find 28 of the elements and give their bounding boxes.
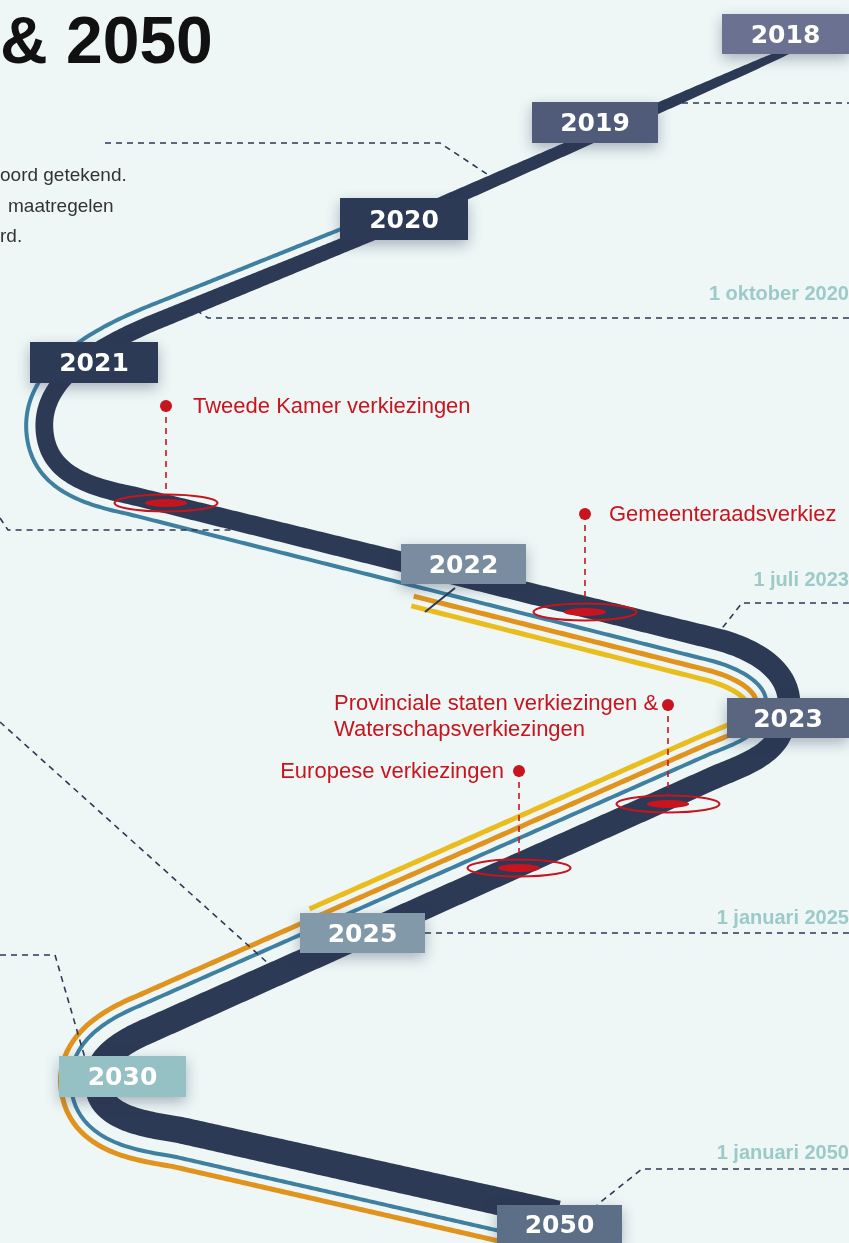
event-label: Provinciale staten verkiezingen & Waterschapsverkiezingen [334,690,674,744]
dashed-leader-line [0,954,86,1057]
note-text: maatregelen [8,195,114,217]
note-text: oord getekend. [0,164,127,186]
event-marker [466,858,572,878]
event-label: Gemeenteraadsverkiez [576,501,849,527]
leader-line [662,699,674,795]
date-label: 1 januari 2025 [640,904,849,930]
date-label: 1 januari 2050 [640,1139,849,1165]
year-marker: 2021 [30,342,158,383]
event-label: Tweede Kamer verkiezingen [159,393,513,419]
year-marker: 2019 [532,102,658,143]
event-marker [113,493,219,513]
event-label: Europese verkiezingen [266,758,528,784]
date-label: 1 juli 2023 [700,566,849,592]
year-marker: 2020 [340,198,468,240]
year-marker: 2050 [497,1205,622,1243]
note-text: rd. [0,225,23,247]
date-label: 1 oktober 2020 [640,280,849,306]
dashed-leader-line [424,932,849,934]
year-marker: 2023 [727,698,849,738]
year-marker: 2025 [300,913,425,953]
event-marker [532,602,638,622]
title: & 2050 [0,2,213,79]
year-marker: 2030 [59,1056,186,1097]
event-marker [615,794,721,814]
year-marker: 2018 [722,14,849,54]
year-marker: 2022 [401,544,526,584]
